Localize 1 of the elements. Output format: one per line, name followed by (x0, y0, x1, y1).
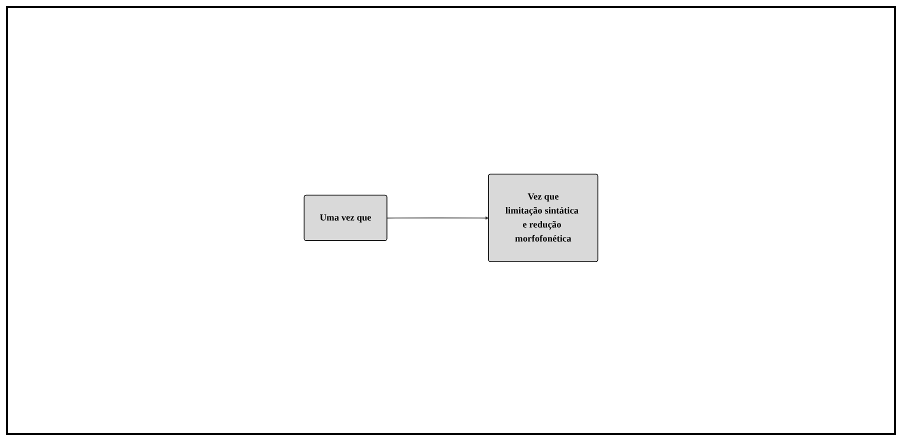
arrow (386, 216, 489, 220)
